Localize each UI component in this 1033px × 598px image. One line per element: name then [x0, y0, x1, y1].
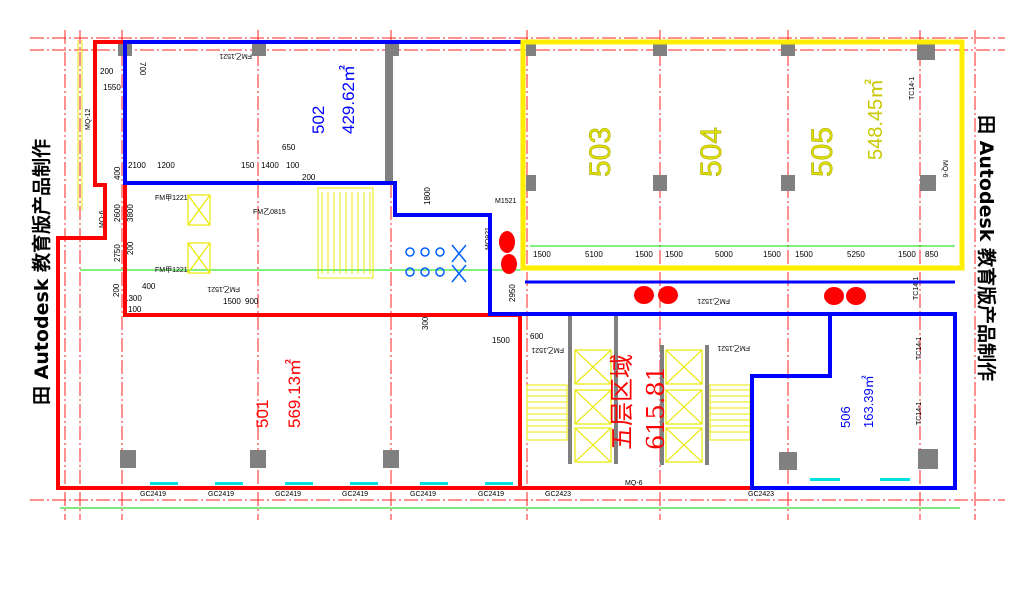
- window-tag: GC2419: [140, 491, 166, 498]
- dim-label: 1550: [103, 83, 121, 92]
- window-tag: TC14-1: [916, 337, 923, 360]
- dim-label: 1500: [795, 250, 813, 259]
- dim-label: 5100: [585, 250, 603, 259]
- room-503-505-area: 548.45㎡: [863, 79, 887, 160]
- dim-label: 200: [112, 283, 121, 297]
- dim-label: 1400: [261, 161, 279, 170]
- window-tag: GC2419: [208, 491, 234, 498]
- wall-tag: MQ-6: [625, 480, 643, 487]
- room-505-number: 505: [806, 127, 839, 177]
- door-tag: FM乙1521: [697, 297, 730, 305]
- door-tag: FM乙1521: [717, 344, 750, 352]
- dim-label: 700: [138, 62, 147, 76]
- dim-label: 200: [126, 241, 135, 255]
- dim-label: 2100: [128, 161, 146, 170]
- room-area: 429.62㎡: [339, 65, 358, 134]
- toilet-fixtures: [405, 244, 467, 283]
- redacted-marks: [499, 231, 866, 305]
- window-tag: GC2419: [410, 491, 436, 498]
- dim-label: 1500: [223, 297, 241, 306]
- room-number: 506: [838, 406, 853, 428]
- axis-grid-lines: [30, 30, 1005, 520]
- room-504-number: 504: [695, 127, 728, 177]
- watermark-right: 田 Autodesk 教育版产品制作: [975, 115, 998, 381]
- wall-tag: MQ-6: [941, 160, 948, 178]
- window-tag: TC14-1: [916, 402, 923, 425]
- door-tag: FM乙0815: [253, 208, 286, 216]
- dim-label: 1800: [423, 187, 432, 205]
- dim-label: 200: [100, 67, 114, 76]
- dim-label: 5000: [715, 250, 733, 259]
- dim-label: 100: [128, 305, 142, 314]
- dim-label: 1200: [157, 161, 175, 170]
- window-tag: GC2419: [342, 491, 368, 498]
- room-area: 163.39㎡: [861, 375, 876, 428]
- door-tag: FM甲1221: [155, 194, 188, 202]
- window-tag: GC2423: [545, 491, 571, 498]
- dim-label: 300: [421, 316, 430, 330]
- window-tag: GC2419: [478, 491, 504, 498]
- window-tag: TC14-1: [909, 77, 916, 100]
- zone-503-505-outline: [520, 39, 965, 271]
- dim-label: 900: [245, 297, 259, 306]
- dim-label: 1500: [533, 250, 551, 259]
- core-area-label: 五层区域 615.81: [608, 354, 670, 450]
- wall-tag: MQ-12: [85, 109, 92, 131]
- window-tag: GC2423: [748, 491, 774, 498]
- room-503-number: 503: [584, 127, 617, 177]
- dim-label: 100: [286, 161, 300, 170]
- window-tags-bottom: GC2419 GC2419 GC2419 GC2419 GC2419 GC241…: [140, 491, 774, 498]
- window-tag: GC2419: [275, 491, 301, 498]
- room-501-label: 501 569.13㎡: [253, 359, 304, 428]
- room-number: 502: [309, 106, 328, 134]
- elevator-shafts: [187, 194, 703, 463]
- dim-label: 650: [282, 143, 296, 152]
- dim-label: 1300: [124, 294, 142, 303]
- wall-tag: MQ-6: [99, 210, 106, 228]
- room-area: 569.13㎡: [285, 359, 304, 428]
- dim-label: 400: [142, 282, 156, 291]
- watermark-left: 田 Autodesk 教育版产品制作: [30, 139, 53, 405]
- dim-label: 850: [925, 250, 939, 259]
- door-tag: M1521: [495, 198, 517, 205]
- room-502-label: 502 429.62㎡: [309, 65, 358, 134]
- door-tag: FM乙1521: [219, 52, 252, 60]
- dim-label: 1500: [763, 250, 781, 259]
- structural-columns: [118, 40, 938, 470]
- dim-label: 1500: [898, 250, 916, 259]
- dim-label: 2950: [508, 284, 517, 302]
- door-tag: FM甲1221: [155, 266, 188, 274]
- dim-label: 600: [530, 332, 544, 341]
- zone-502-outline: [123, 40, 957, 490]
- dim-label: 2750: [113, 244, 122, 262]
- window-glazing: [150, 478, 910, 485]
- core-label: 五层区域: [608, 354, 636, 450]
- dim-label: 1500: [492, 336, 510, 345]
- dim-label: 400: [113, 166, 122, 180]
- door-tag: FM乙1521: [207, 285, 240, 293]
- dim-label: 5250: [847, 250, 865, 259]
- core-area: 615.81: [642, 366, 670, 450]
- room-number: 501: [253, 400, 272, 428]
- dim-label: 1500: [665, 250, 683, 259]
- dim-label: 3800: [126, 204, 135, 222]
- dim-label: 150: [241, 161, 255, 170]
- window-tag: TC14-1: [913, 277, 920, 300]
- dim-label: 2600: [113, 204, 122, 222]
- dim-label: 1500: [635, 250, 653, 259]
- dim-label: 200: [302, 173, 316, 182]
- zone-501-outline: [56, 40, 755, 490]
- door-tag: FM乙1521: [531, 346, 564, 354]
- left-dimensions: 400 2600 3800 2750 200 200 400 100 1300 …: [112, 166, 544, 345]
- room-506-label: 506 163.39㎡: [838, 375, 876, 428]
